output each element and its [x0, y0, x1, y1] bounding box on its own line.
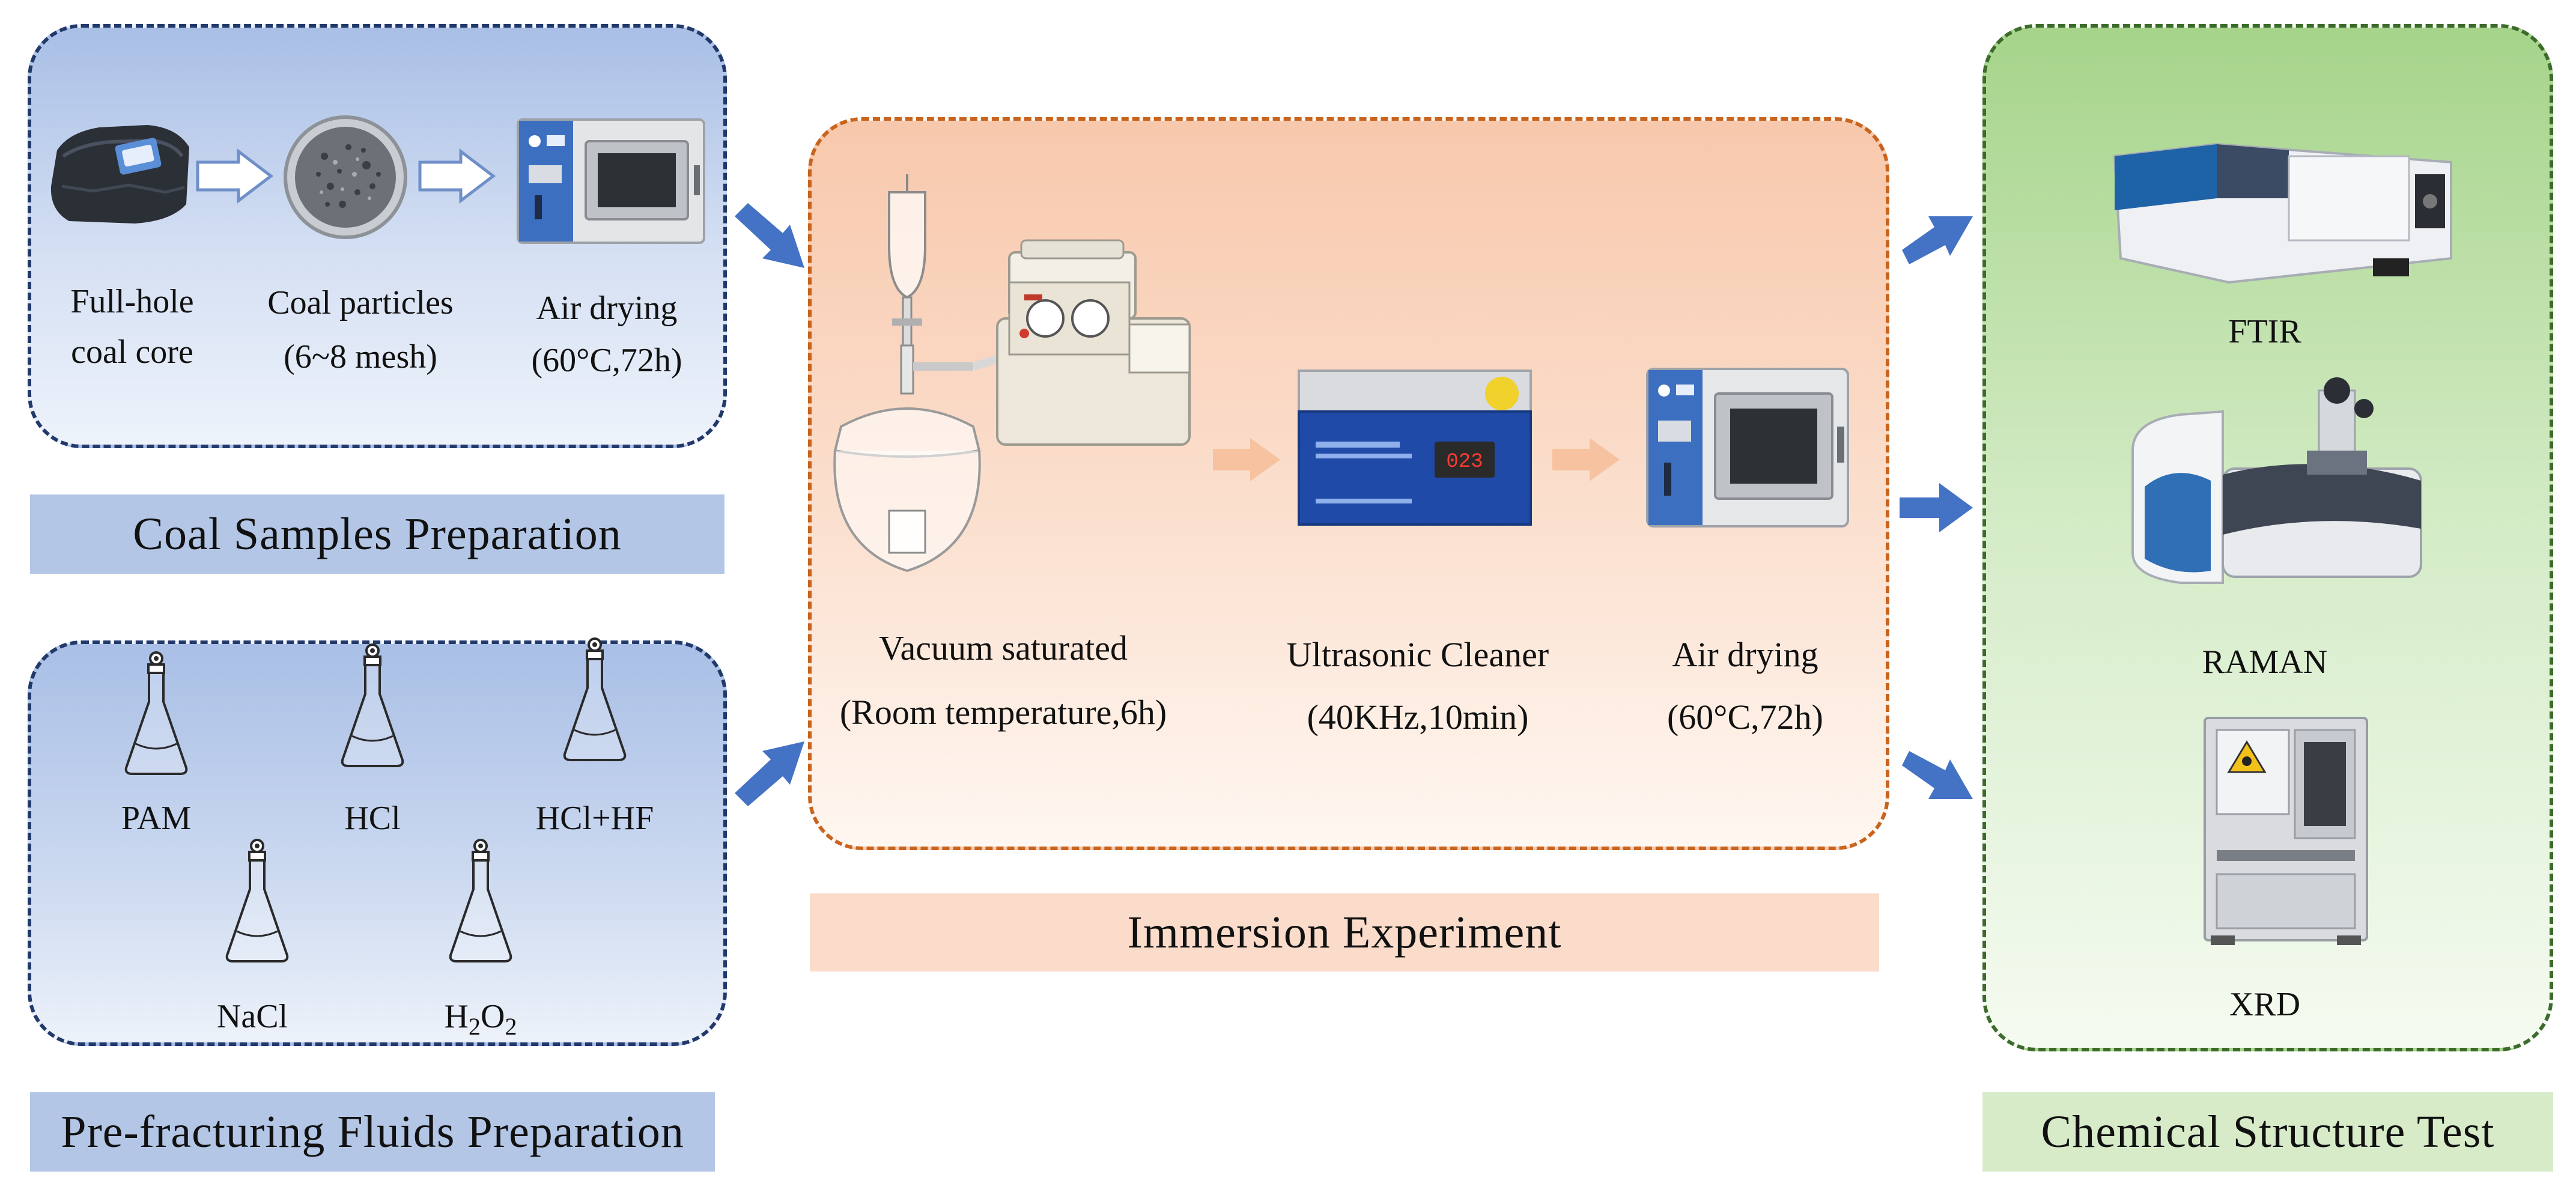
- fluid-label-nacl: NaCl: [216, 998, 288, 1035]
- fluid-label-h2o2: H2O2: [444, 998, 517, 1041]
- xrd-instrument-icon: [2204, 717, 2368, 945]
- method-label-xrd: XRD: [2229, 986, 2301, 1023]
- arrow-right-icon: [418, 148, 496, 204]
- flask-icon: [449, 839, 512, 962]
- coal-particles-icon: [284, 115, 407, 239]
- arrow-peach-icon: [1552, 438, 1620, 481]
- immersion-step-label: Air drying (60°C,72h): [1666, 635, 1823, 737]
- fluids-preparation-title: Pre-fracturing Fluids Preparation: [30, 1092, 715, 1172]
- coal-preparation-title: Coal Samples Preparation: [30, 494, 724, 574]
- arrow-right-icon: [196, 148, 274, 204]
- arrow-peach-icon: [1213, 438, 1280, 481]
- fluid-label-hcl-hf: HCl+HF: [535, 800, 654, 837]
- ftir-instrument-icon: [2113, 142, 2452, 284]
- coal-core-icon: [50, 125, 189, 224]
- raman-instrument-icon: [2131, 377, 2422, 584]
- drying-oven-icon: [517, 118, 705, 244]
- drying-oven-icon: [1646, 368, 1849, 528]
- flask-icon: [341, 643, 404, 767]
- flask-icon: [225, 839, 289, 962]
- fluid-label-hcl: HCl: [344, 800, 401, 837]
- chemical-test-title: Chemical Structure Test: [1982, 1092, 2553, 1172]
- ultrasonic-cleaner-icon: 023: [1298, 369, 1532, 526]
- arrow-to-immersion-icon: [735, 741, 804, 806]
- flask-icon: [563, 637, 627, 761]
- coal-step-label: Coal particles (6~8 mesh): [267, 284, 454, 376]
- immersion-title: Immersion Experiment: [810, 893, 1879, 972]
- vacuum-apparatus-icon: [833, 174, 1191, 573]
- arrow-to-raman-icon: [1900, 483, 1973, 532]
- method-label-ftir: FTIR: [2228, 313, 2301, 350]
- fluid-label-pam: PAM: [121, 800, 192, 837]
- arrow-to-ftir-icon: [1902, 216, 1973, 264]
- arrow-to-immersion-icon: [735, 203, 804, 268]
- immersion-step-label: Ultrasonic Cleaner (40KHz,10min): [1286, 635, 1549, 737]
- arrow-to-xrd-icon: [1902, 751, 1973, 799]
- coal-step-label: Full-hole coal core: [70, 283, 194, 371]
- cleaner-display: 023: [1446, 451, 1483, 473]
- method-label-raman: RAMAN: [2202, 643, 2328, 681]
- flask-icon: [124, 651, 188, 775]
- immersion-step-label: Vacuum saturated (Room temperature,6h): [839, 628, 1167, 732]
- coal-step-label: Air drying (60°C,72h): [531, 290, 682, 379]
